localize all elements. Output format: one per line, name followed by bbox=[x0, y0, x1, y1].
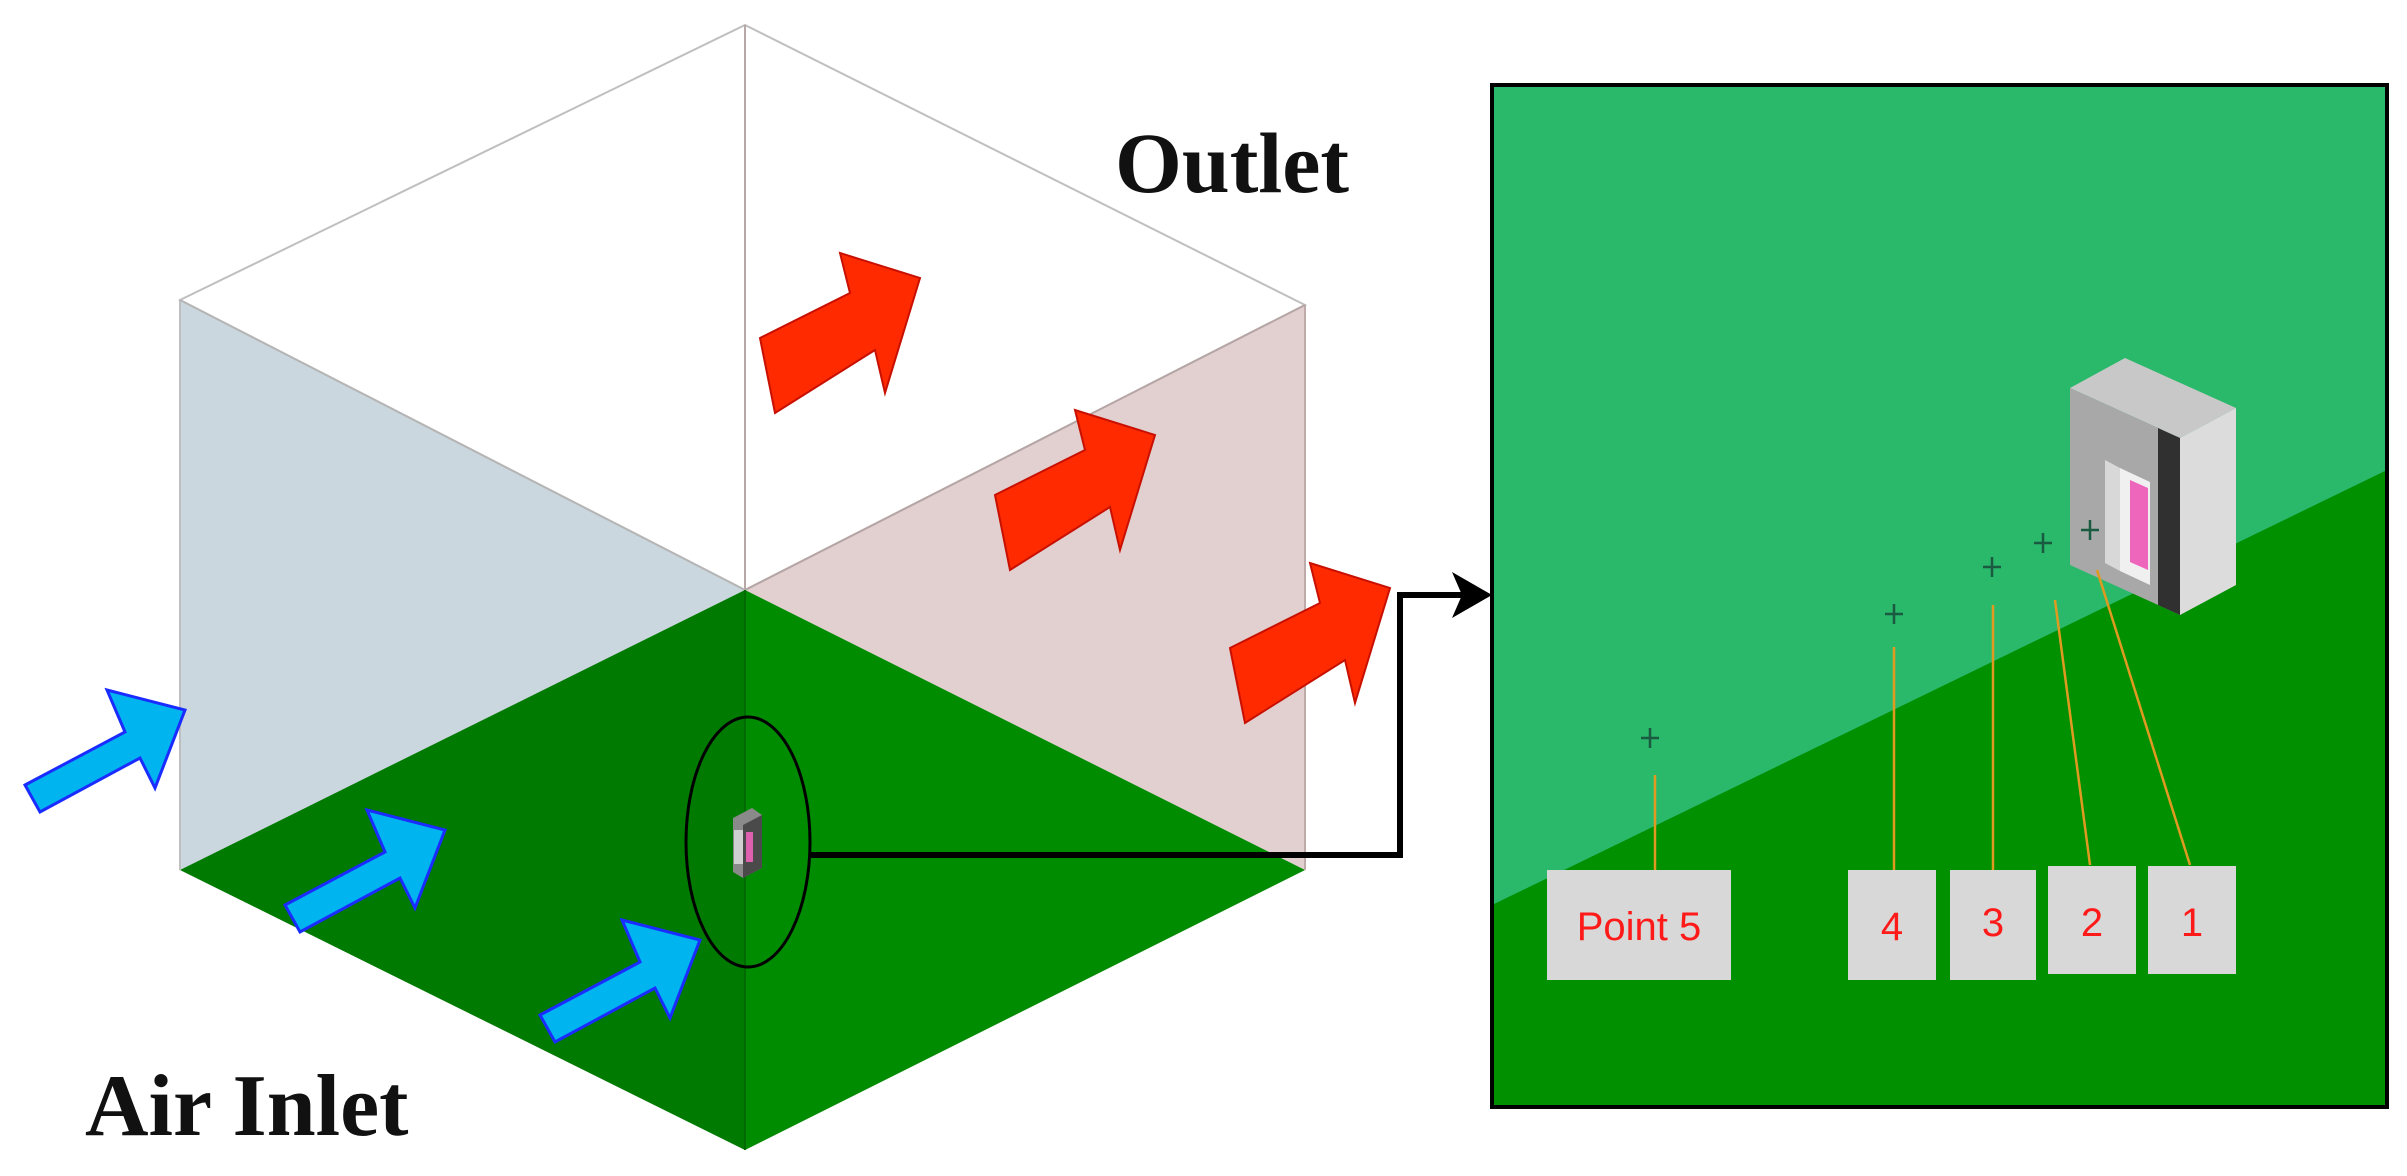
zoom-panel-frame bbox=[1490, 83, 2389, 1109]
air-inlet-label: Air Inlet bbox=[85, 1058, 408, 1155]
connector-arrow-icon bbox=[810, 572, 1492, 858]
point-5-label: Point 5 bbox=[1577, 905, 1702, 949]
zoom-region-ellipse bbox=[684, 715, 812, 969]
point-labels: Point 5 4 3 2 1 bbox=[1577, 901, 2203, 949]
probe-marker-icon bbox=[1983, 557, 2001, 577]
point-3-label: 3 bbox=[1982, 901, 2004, 945]
inlet-arrow-icon bbox=[537, 917, 703, 1045]
outlet-label: Outlet bbox=[1115, 115, 1349, 211]
point-2-box bbox=[2048, 866, 2136, 974]
leader-lines bbox=[1653, 569, 2192, 870]
heater-box-icon-small bbox=[733, 808, 762, 878]
edge-top-left bbox=[179, 299, 746, 591]
outlet-arrow-icon bbox=[1228, 561, 1392, 725]
probe-marker-icon bbox=[2034, 533, 2052, 553]
probe-marker-icon bbox=[2081, 520, 2099, 540]
point-4-label: 4 bbox=[1881, 905, 1903, 949]
inlet-arrow-icon bbox=[22, 687, 188, 815]
point-1-box bbox=[2148, 866, 2236, 974]
point-label-boxes bbox=[1547, 866, 2236, 980]
floor-right bbox=[745, 590, 1305, 1150]
probe-marker-icon bbox=[1641, 728, 1659, 748]
point-3-box bbox=[1950, 870, 2036, 980]
outlet-arrow-icon bbox=[993, 408, 1157, 572]
inlet-arrow-icon bbox=[282, 807, 448, 935]
outlet-arrow-icon bbox=[758, 251, 922, 415]
heater-box-icon-large bbox=[2070, 358, 2236, 615]
zoom-panel: Point 5 4 3 2 1 bbox=[1490, 83, 2389, 1109]
point-4-box bbox=[1848, 870, 1936, 980]
point-5-box bbox=[1547, 870, 1731, 980]
probe-markers bbox=[1641, 520, 2099, 748]
inlet-arrows bbox=[22, 687, 703, 1045]
outlet-arrows bbox=[758, 251, 1392, 725]
edge-top-right bbox=[744, 304, 1306, 591]
point-2-label: 2 bbox=[2081, 901, 2103, 945]
point-1-label: 1 bbox=[2181, 901, 2203, 945]
probe-marker-icon bbox=[1885, 604, 1903, 624]
